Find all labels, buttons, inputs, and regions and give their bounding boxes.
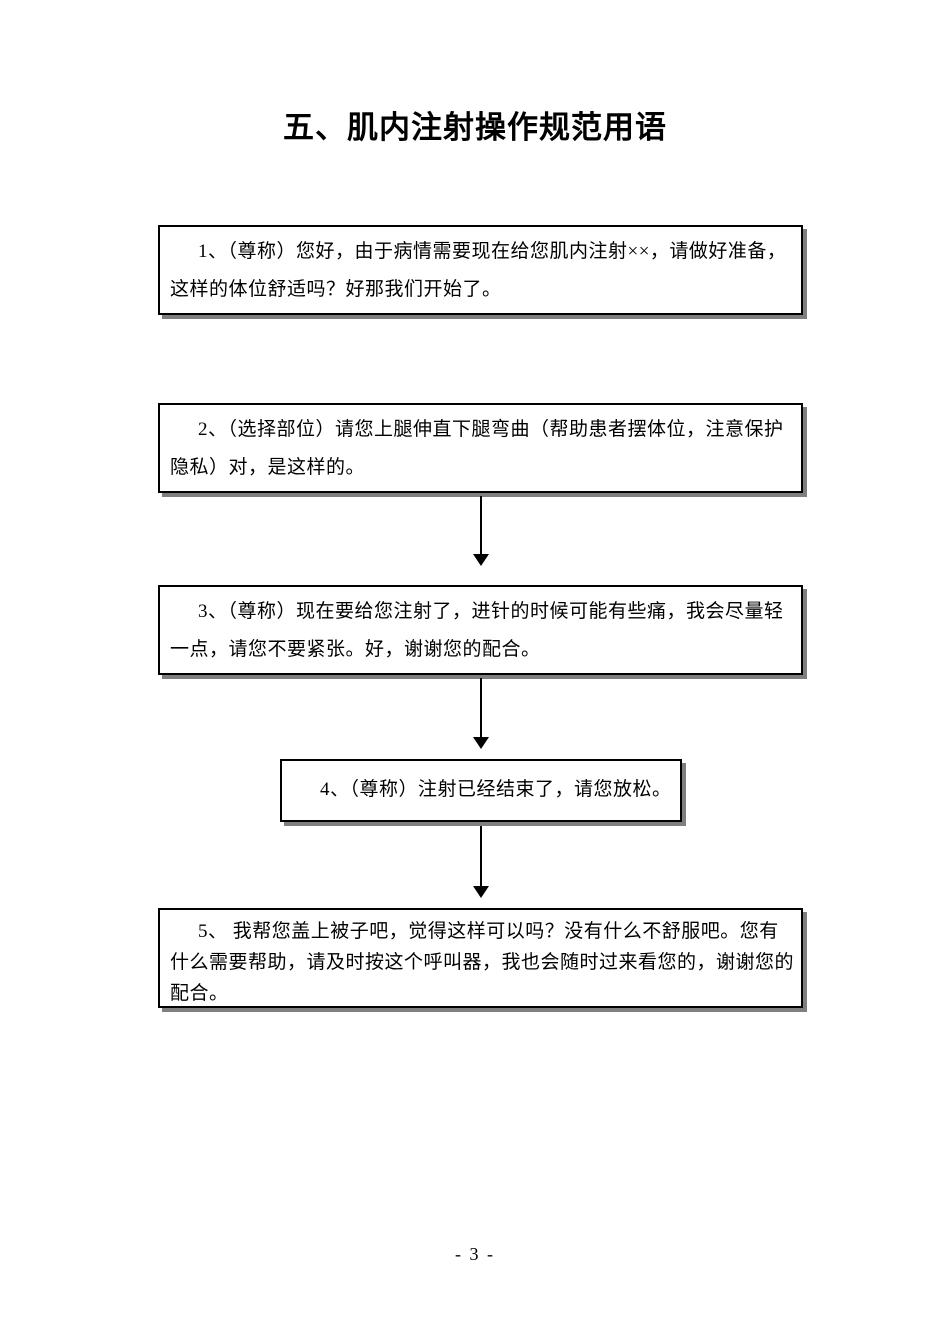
flow-arrow-down-icon: [473, 678, 489, 749]
arrow-shaft: [480, 678, 482, 738]
flow-step-2: 2、（选择部位）请您上腿伸直下腿弯曲（帮助患者摆体位，注意保护 隐私）对，是这样…: [158, 403, 803, 493]
flow-step-1: 1、（尊称）您好，由于病情需要现在给您肌内注射××，请做好准备， 这样的体位舒适…: [158, 225, 803, 315]
step-5-line-3: 配合。: [170, 983, 229, 1004]
arrow-head: [473, 737, 489, 749]
step-3-line-2: 一点，请您不要紧张。好，谢谢您的配合。: [170, 639, 541, 660]
step-5-line-1: 5、 我帮您盖上被子吧，觉得这样可以吗？没有什么不舒服吧。您有: [198, 921, 779, 942]
arrow-shaft: [480, 826, 482, 887]
arrow-head: [473, 554, 489, 566]
step-2-line-1: 2、（选择部位）请您上腿伸直下腿弯曲（帮助患者摆体位，注意保护: [198, 419, 784, 440]
flow-step-4: 4、（尊称）注射已经结束了，请您放松。: [280, 759, 682, 822]
arrow-head: [473, 886, 489, 898]
flow-step-3: 3、（尊称）现在要给您注射了，进针的时候可能有些痛，我会尽量轻 一点，请您不要紧…: [158, 585, 803, 675]
step-2-line-2: 隐私）对，是这样的。: [170, 457, 366, 478]
step-1-line-1: 1、（尊称）您好，由于病情需要现在给您肌内注射××，请做好准备，: [198, 241, 787, 262]
step-1-line-2: 这样的体位舒适吗？好那我们开始了。: [170, 279, 502, 300]
step-3-line-1: 3、（尊称）现在要给您注射了，进针的时候可能有些痛，我会尽量轻: [198, 601, 784, 622]
page-number: - 3 -: [455, 1244, 495, 1264]
flow-step-5: 5、 我帮您盖上被子吧，觉得这样可以吗？没有什么不舒服吧。您有 什么需要帮助，请…: [158, 908, 803, 1008]
page-title: 五、肌内注射操作规范用语: [283, 110, 667, 145]
step-5-line-2: 什么需要帮助，请及时按这个呼叫器，我也会随时过来看您的，谢谢您的: [170, 952, 795, 973]
flow-arrow-down-icon: [473, 496, 489, 566]
step-4-line-1: 4、（尊称）注射已经结束了，请您放松。: [320, 779, 672, 800]
flow-arrow-down-icon: [473, 826, 489, 898]
arrow-shaft: [480, 496, 482, 555]
